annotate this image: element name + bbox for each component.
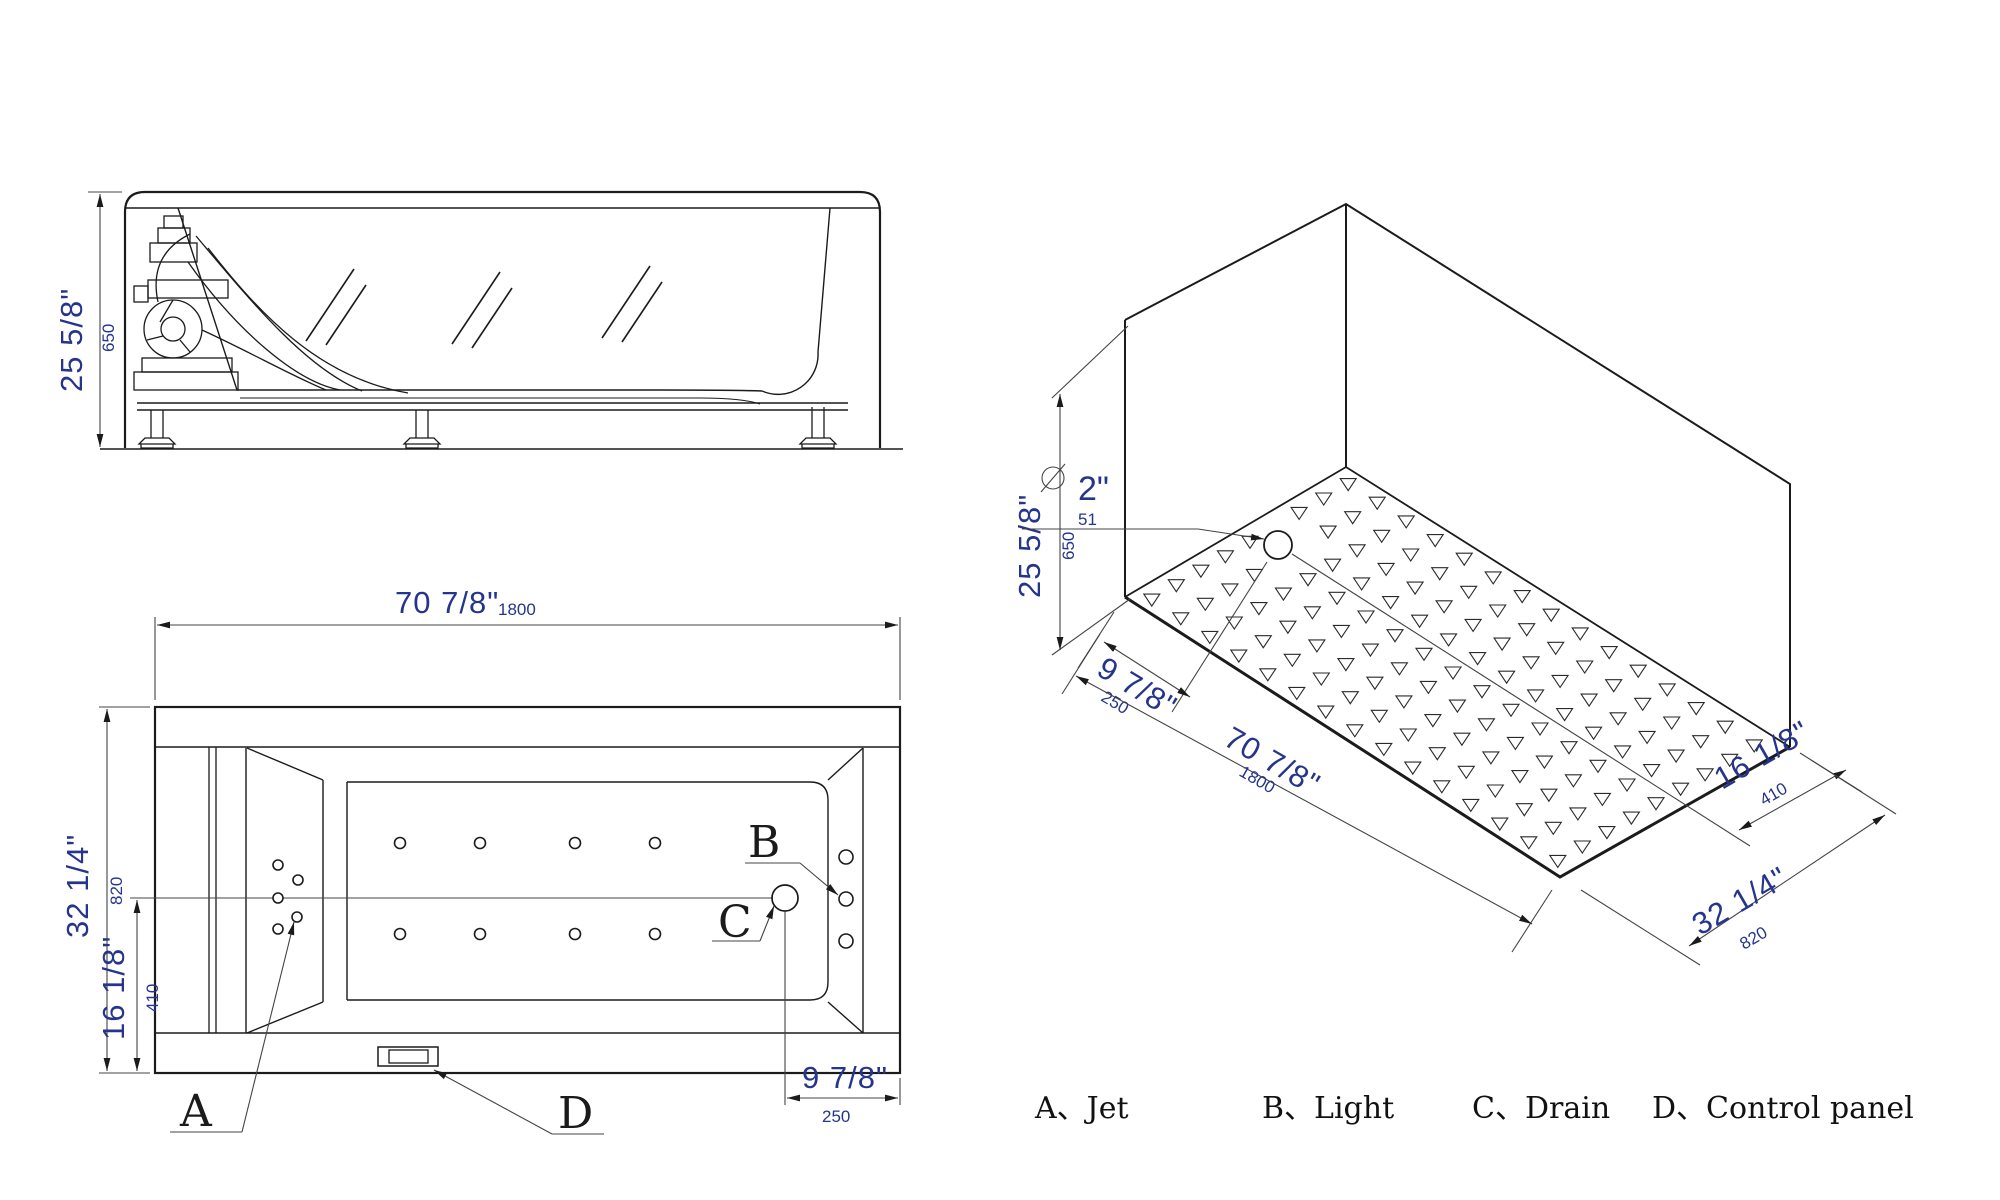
side-height-inch: 25 5/8" <box>54 288 89 392</box>
drain-circle <box>771 884 799 912</box>
iso-floor-back-edges <box>1124 465 1791 748</box>
leg-front <box>137 410 177 449</box>
top-width-dimension: 32 1/4" 820 <box>60 706 150 1074</box>
iso-width-inch: 32 1/4" <box>1686 860 1794 942</box>
right-slope-top <box>827 747 864 781</box>
leg-rear <box>798 407 838 449</box>
iso-height-mm: 650 <box>1059 532 1078 560</box>
top-halfwidth-inch: 16 1/8" <box>96 936 131 1040</box>
legend-item-light: B、Light <box>1262 1091 1394 1126</box>
legend: A、Jet B、Light C、Drain D、Control panel <box>1034 1091 1914 1126</box>
top-drain-offset-dimension: 9 7/8" 250 <box>784 912 901 1126</box>
basin-right-wall <box>761 207 831 396</box>
isometric-view: 25 5/8" 650 2" 51 9 7/8" 250 70 7/8" 180… <box>1012 202 1897 966</box>
label-B: B <box>748 817 780 868</box>
callout-drain: C <box>712 897 775 948</box>
wall-lights <box>838 849 854 949</box>
floor-jets <box>393 836 662 941</box>
legend-item-control-panel: D、Control panel <box>1652 1091 1914 1126</box>
leg-middle <box>402 410 442 449</box>
top-length-mm: 1800 <box>498 600 536 619</box>
top-width-inch: 32 1/4" <box>60 834 95 938</box>
top-width-mm: 820 <box>107 877 126 905</box>
side-height-dimension: 25 5/8" 650 <box>54 191 122 447</box>
callout-jet: A <box>170 921 295 1137</box>
label-C: C <box>718 897 752 948</box>
top-halfwidth-mm: 410 <box>143 984 162 1012</box>
iso-walls <box>1124 202 1791 747</box>
side-height-mm: 650 <box>99 324 118 352</box>
legend-item-drain: C、Drain <box>1472 1091 1610 1126</box>
basin-profile <box>177 207 763 392</box>
top-halfwidth-dimension: 16 1/8" 410 <box>96 900 162 1071</box>
basin-floor-outline <box>347 781 829 1001</box>
legend-item-jet: A、Jet <box>1034 1091 1129 1126</box>
tub-outline <box>123 190 882 448</box>
iso-height-inch: 25 5/8" <box>1012 494 1047 598</box>
backrest-slope-top <box>246 747 324 781</box>
iso-halfwidth-inch: 16 1/8" <box>1708 714 1816 796</box>
top-drain-offset-inch: 9 7/8" <box>802 1060 888 1095</box>
callout-control-panel: D <box>433 1069 604 1139</box>
glass-marks <box>305 265 663 349</box>
iso-drain-diam-inch: 2" <box>1078 470 1109 508</box>
iso-drain-offset-inch: 9 7/8" <box>1091 650 1183 724</box>
iso-width-mm: 820 <box>1737 923 1771 954</box>
label-D: D <box>558 1088 593 1139</box>
top-length-dimension: 70 7/8" 1800 <box>154 585 901 700</box>
iso-width-dimension: 32 1/4" 820 <box>1580 759 1897 966</box>
top-length-inch: 70 7/8" <box>395 585 499 620</box>
top-outer-rect <box>153 705 902 1075</box>
side-view: 25 5/8" 650 <box>54 190 903 450</box>
anti-slip-triangles <box>1142 478 1764 869</box>
iso-height-dimension: 25 5/8" 650 <box>1012 325 1131 656</box>
iso-halfwidth-dimension: 16 1/8" 410 <box>1291 553 1863 847</box>
label-A: A <box>179 1086 213 1137</box>
right-slope-bottom <box>827 1001 864 1034</box>
callout-light: B <box>745 817 839 896</box>
anti-slip-pattern <box>1142 478 1764 869</box>
pump-assembly <box>133 215 409 394</box>
iso-drain-diameter: 2" 51 <box>1022 463 1265 541</box>
iso-drain-diam-mm: 51 <box>1078 510 1097 529</box>
top-view: A B C D 70 7/8" 1800 <box>60 585 902 1139</box>
backrest-slope-bottom <box>246 1001 324 1034</box>
top-drain-offset-mm: 250 <box>822 1107 850 1126</box>
iso-floor-front-edges <box>1124 595 1791 879</box>
iso-drain-circle <box>1263 530 1293 560</box>
control-panel-window <box>388 1049 429 1064</box>
iso-halfwidth-mm: 410 <box>1757 779 1791 810</box>
backrest-jets <box>272 859 304 935</box>
control-panel <box>377 1046 439 1067</box>
